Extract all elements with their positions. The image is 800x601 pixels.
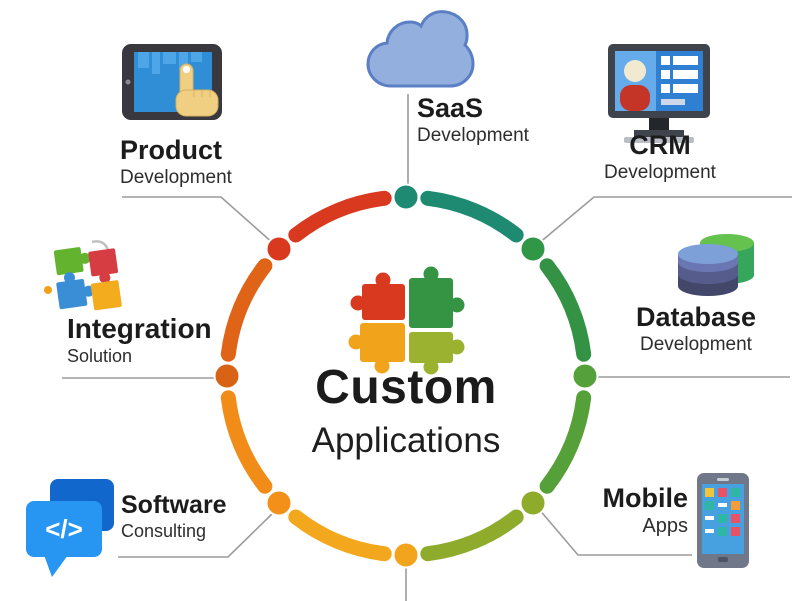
ring-segment-green bbox=[539, 258, 592, 362]
ring-nodes bbox=[213, 183, 599, 569]
ring-node-right bbox=[571, 362, 599, 390]
puzzle-cluster bbox=[53, 247, 122, 311]
screen-shapes bbox=[138, 52, 202, 74]
label-saas: SaaS Development bbox=[417, 93, 529, 147]
puzzle-piece-red bbox=[350, 272, 405, 320]
tablet-camera bbox=[125, 79, 131, 85]
chat-code-icon: </> bbox=[26, 479, 114, 577]
mobile-title: Mobile bbox=[602, 483, 689, 513]
ring-segment-leaf-green bbox=[539, 390, 592, 494]
ring-segment-red bbox=[288, 190, 392, 243]
saas-title: SaaS bbox=[417, 93, 484, 123]
person-head bbox=[624, 60, 646, 82]
connector-product bbox=[122, 196, 275, 245]
center-title-line2: Applications bbox=[311, 421, 501, 460]
list-rows bbox=[661, 56, 698, 105]
ring-node-top-left bbox=[265, 235, 293, 263]
monitor-neck bbox=[649, 118, 669, 130]
person-body bbox=[620, 85, 650, 111]
ring-node-bottom bbox=[392, 541, 420, 569]
integration-subtitle: Solution bbox=[67, 346, 133, 367]
puzzle-piece-green bbox=[409, 266, 465, 328]
puzzle-piece-orange bbox=[348, 323, 405, 374]
connector-lines bbox=[62, 94, 792, 601]
ring-segment-orange bbox=[220, 390, 273, 494]
ring-node-top-right bbox=[519, 235, 547, 263]
product-subtitle: Development bbox=[120, 167, 232, 189]
db-front-top bbox=[678, 244, 738, 264]
phone-speaker bbox=[717, 478, 729, 481]
crm-subtitle: Development bbox=[604, 162, 716, 184]
ring-node-bottom-right bbox=[519, 489, 547, 517]
crm-title: CRM bbox=[629, 130, 691, 160]
ring-node-top bbox=[392, 183, 420, 211]
puzzle-icon bbox=[44, 240, 122, 311]
ring-segment-teal bbox=[420, 190, 524, 243]
center-puzzle-icon bbox=[348, 266, 465, 375]
chat-bubble-tail bbox=[44, 555, 68, 577]
mobile-subtitle: Apps bbox=[642, 515, 688, 538]
code-glyph: </> bbox=[45, 514, 83, 544]
label-crm: CRM Development bbox=[582, 130, 738, 184]
ring-segment-dark-orange bbox=[220, 258, 273, 362]
connector-software bbox=[118, 511, 275, 558]
database-icon bbox=[678, 234, 754, 296]
tablet-icon bbox=[122, 44, 222, 120]
hand-cursor bbox=[175, 63, 219, 117]
ring bbox=[220, 190, 592, 562]
center-title-line1: Custom bbox=[315, 361, 497, 414]
swoosh-line bbox=[91, 240, 110, 251]
software-title: Software bbox=[121, 491, 227, 519]
label-mobile: Mobile Apps bbox=[556, 483, 689, 538]
label-product: Product Development bbox=[120, 135, 232, 189]
phone-home-button bbox=[718, 557, 728, 562]
label-software: Software Consulting bbox=[121, 491, 227, 541]
label-database: Database Development bbox=[626, 302, 766, 356]
cloud-icon bbox=[366, 10, 475, 88]
database-subtitle: Development bbox=[640, 334, 752, 356]
puzzle-piece-olive bbox=[409, 332, 465, 375]
saas-subtitle: Development bbox=[417, 125, 529, 147]
product-title: Product bbox=[120, 135, 223, 165]
connector-mobile bbox=[537, 507, 692, 556]
software-subtitle: Consulting bbox=[121, 521, 207, 541]
chat-bubble-front bbox=[26, 501, 102, 557]
sparkle-dot bbox=[44, 286, 52, 294]
database-title: Database bbox=[635, 302, 757, 332]
ring-segment-olive bbox=[420, 509, 524, 562]
phone-app-grid bbox=[705, 488, 740, 536]
smartphone-icon bbox=[697, 473, 749, 568]
ring-node-left bbox=[213, 362, 241, 390]
monitor-base bbox=[634, 130, 684, 137]
ring-segment-amber bbox=[288, 509, 392, 562]
cloud-shape bbox=[366, 10, 475, 88]
ring-node-bottom-left bbox=[265, 489, 293, 517]
integration-title: Integration bbox=[67, 313, 212, 344]
label-integration: Integration Solution bbox=[67, 313, 212, 367]
monitor-icon bbox=[608, 44, 710, 143]
monitor-base-plate bbox=[624, 137, 694, 143]
center-title: Custom Applications bbox=[246, 360, 566, 461]
connector-crm bbox=[537, 196, 792, 245]
